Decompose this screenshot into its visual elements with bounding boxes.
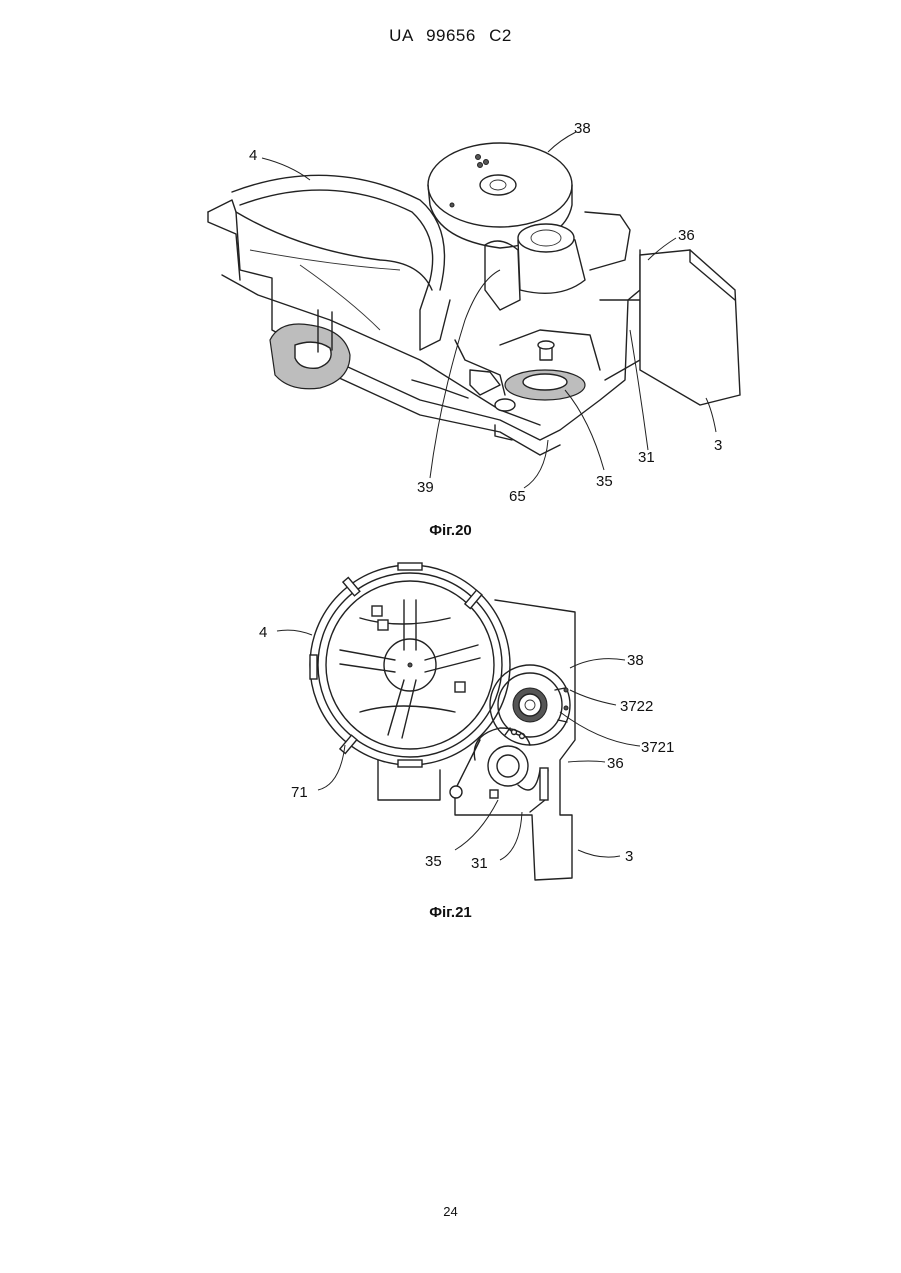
fig20-label-38: 38 <box>574 120 591 137</box>
fig20-label-35: 35 <box>596 473 613 490</box>
figure-20-caption: Фіг.20 <box>0 522 901 539</box>
fig20-label-31: 31 <box>638 449 655 466</box>
page-number: 24 <box>0 1204 901 1219</box>
fig20-label-39: 39 <box>417 479 434 496</box>
fig20-label-65: 65 <box>509 488 526 505</box>
fig21-label-35: 35 <box>425 853 442 870</box>
figure-21-caption: Фіг.21 <box>0 904 901 921</box>
fig21-label-4: 4 <box>259 624 267 641</box>
fig20-label-3: 3 <box>714 437 722 454</box>
fig21-label-3722: 3722 <box>620 698 653 715</box>
fig21-label-71: 71 <box>291 784 308 801</box>
figure-20-drawing: 4 38 36 3 31 35 65 39 <box>0 0 901 520</box>
fig21-label-3721: 3721 <box>641 739 674 756</box>
fig21-label-3: 3 <box>625 848 633 865</box>
fig21-label-38: 38 <box>627 652 644 669</box>
fig21-label-36: 36 <box>607 755 624 772</box>
fig20-label-4: 4 <box>249 147 257 164</box>
fig20-label-36: 36 <box>678 227 695 244</box>
figure-21-drawing: 4 38 3722 3721 36 71 35 31 3 <box>0 550 901 910</box>
fig21-label-31: 31 <box>471 855 488 872</box>
